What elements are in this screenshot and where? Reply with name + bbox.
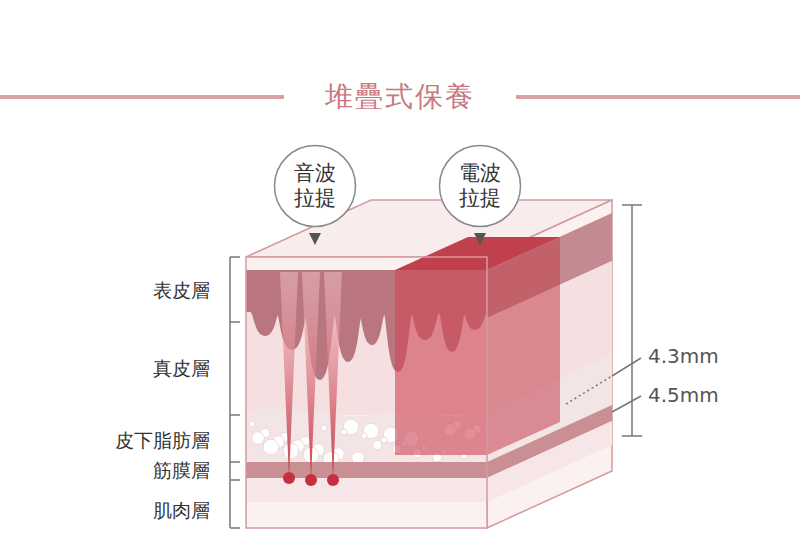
title: 堆疊式保養 <box>325 80 475 114</box>
front-face <box>246 257 487 528</box>
layer-bracket <box>230 257 240 528</box>
layer-label: 表皮層 <box>153 279 210 302</box>
depth-label: 4.3mm <box>648 344 719 368</box>
title-rule <box>516 95 800 99</box>
fat-bubble <box>361 433 367 439</box>
callout-pointer <box>474 233 486 245</box>
depth-dimension <box>566 205 642 436</box>
callout-circle: 電波 拉提 <box>438 144 522 228</box>
cube-front <box>246 257 487 528</box>
layer-label: 筋膜層 <box>153 459 210 482</box>
callout-text: 音波 拉提 <box>293 161 337 211</box>
layer-label: 皮下脂肪層 <box>115 429 210 452</box>
fat-bubble <box>252 432 264 444</box>
layer-label: 肌肉層 <box>153 499 210 522</box>
fat-bubble <box>283 443 299 459</box>
callout-circle: 音波 拉提 <box>273 144 357 228</box>
depth-label: 4.5mm <box>648 383 719 407</box>
fat-bubble <box>381 437 387 443</box>
title-rule <box>0 95 284 99</box>
ultrasound-beam <box>302 272 320 480</box>
muscle <box>246 478 487 502</box>
fat-bubble <box>341 429 347 435</box>
focus-dot <box>327 474 339 486</box>
circle-shape <box>440 146 521 227</box>
callout-pointer <box>309 233 321 245</box>
fat-bubble <box>321 425 327 431</box>
ultrasound-beam <box>324 272 342 480</box>
fat-bubble <box>372 440 381 449</box>
layer-label: 真皮層 <box>153 357 210 380</box>
rf-column-side <box>487 237 560 455</box>
callout-text: 電波 拉提 <box>458 161 502 211</box>
fat-bubble <box>249 421 255 427</box>
focus-dot <box>305 474 317 486</box>
fascia <box>246 462 487 478</box>
fat-bubble <box>263 439 279 455</box>
rf-column-front <box>395 270 487 455</box>
ultrasound-beam <box>280 272 298 478</box>
focus-dot <box>283 472 295 484</box>
circle-shape <box>275 146 356 227</box>
